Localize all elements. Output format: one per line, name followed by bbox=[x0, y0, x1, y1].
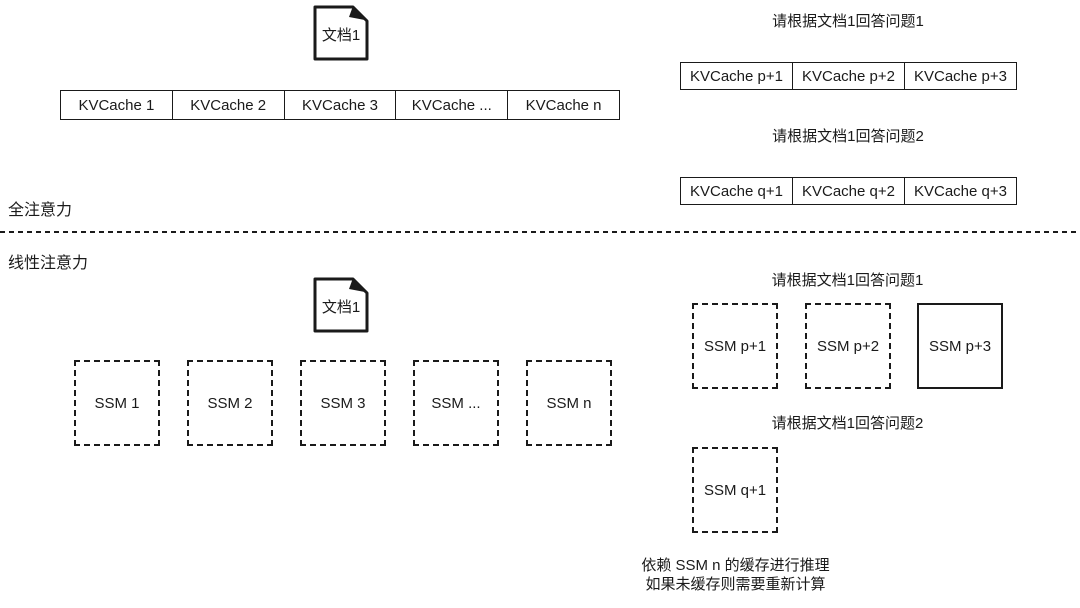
fullattn-question1-prompt: 请根据文档1回答问题1 bbox=[772, 13, 924, 30]
kvcache-cell-2: KVCache 2 bbox=[171, 91, 284, 119]
kvcache-cell-n: KVCache n bbox=[507, 91, 619, 119]
document-icon: 文档1 bbox=[312, 276, 370, 334]
ssm-box-q1: SSM q+1 bbox=[692, 447, 778, 533]
kvcache-cell-ellipsis: KVCache ... bbox=[395, 91, 507, 119]
document-label: 文档1 bbox=[321, 299, 361, 316]
kvcache-cell-3: KVCache 3 bbox=[283, 91, 396, 119]
kvcache-cell-q2: KVCache q+2 bbox=[792, 178, 904, 204]
document-page-icon bbox=[313, 5, 369, 61]
kvcache-cell-p1: KVCache p+1 bbox=[690, 67, 783, 85]
fullattn-question2-prompt: 请根据文档1回答问题2 bbox=[772, 128, 924, 145]
ssm-box-ellipsis: SSM ... bbox=[413, 360, 499, 446]
ssm-box-2: SSM 2 bbox=[187, 360, 273, 446]
section-divider bbox=[0, 231, 1080, 233]
ssm-box-1: SSM 1 bbox=[74, 360, 160, 446]
linearattn-question1-prompt: 请根据文档1回答问题1 bbox=[771, 272, 924, 289]
kvcache-cell-p2: KVCache p+2 bbox=[792, 63, 904, 89]
ssm-box-p3: SSM p+3 bbox=[917, 303, 1003, 389]
kvcache-cell-q3: KVCache q+3 bbox=[904, 178, 1016, 204]
caption-line-1: 依赖 SSM n 的缓存进行推理 bbox=[641, 557, 830, 574]
kvcache-cell-q1: KVCache q+1 bbox=[690, 182, 783, 200]
kvcache-cell-p3: KVCache p+3 bbox=[904, 63, 1016, 89]
cache-dependency-caption: 依赖 SSM n 的缓存进行推理 如果未缓存则需要重新计算 bbox=[600, 556, 871, 594]
linear-attention-label: 线性注意力 bbox=[8, 255, 89, 272]
document-page-icon bbox=[313, 277, 369, 333]
kvcache-cell-1: KVCache 1 bbox=[78, 96, 155, 114]
kvcache-strip: KVCache 1 KVCache 2 KVCache 3 KVCache ..… bbox=[60, 90, 620, 120]
kvcache-q-row: KVCache q+1 KVCache q+2 KVCache q+3 bbox=[680, 177, 1017, 205]
kvcache-p-row: KVCache p+1 KVCache p+2 KVCache p+3 bbox=[680, 62, 1017, 90]
document-label: 文档1 bbox=[321, 27, 361, 44]
ssm-box-p2: SSM p+2 bbox=[805, 303, 891, 389]
full-attention-label: 全注意力 bbox=[8, 202, 73, 219]
ssm-box-n: SSM n bbox=[526, 360, 612, 446]
ssm-box-p1: SSM p+1 bbox=[692, 303, 778, 389]
linearattn-question2-prompt: 请根据文档1回答问题2 bbox=[771, 415, 924, 432]
ssm-box-3: SSM 3 bbox=[300, 360, 386, 446]
caption-line-2: 如果未缓存则需要重新计算 bbox=[645, 576, 826, 593]
document-icon: 文档1 bbox=[312, 4, 370, 62]
